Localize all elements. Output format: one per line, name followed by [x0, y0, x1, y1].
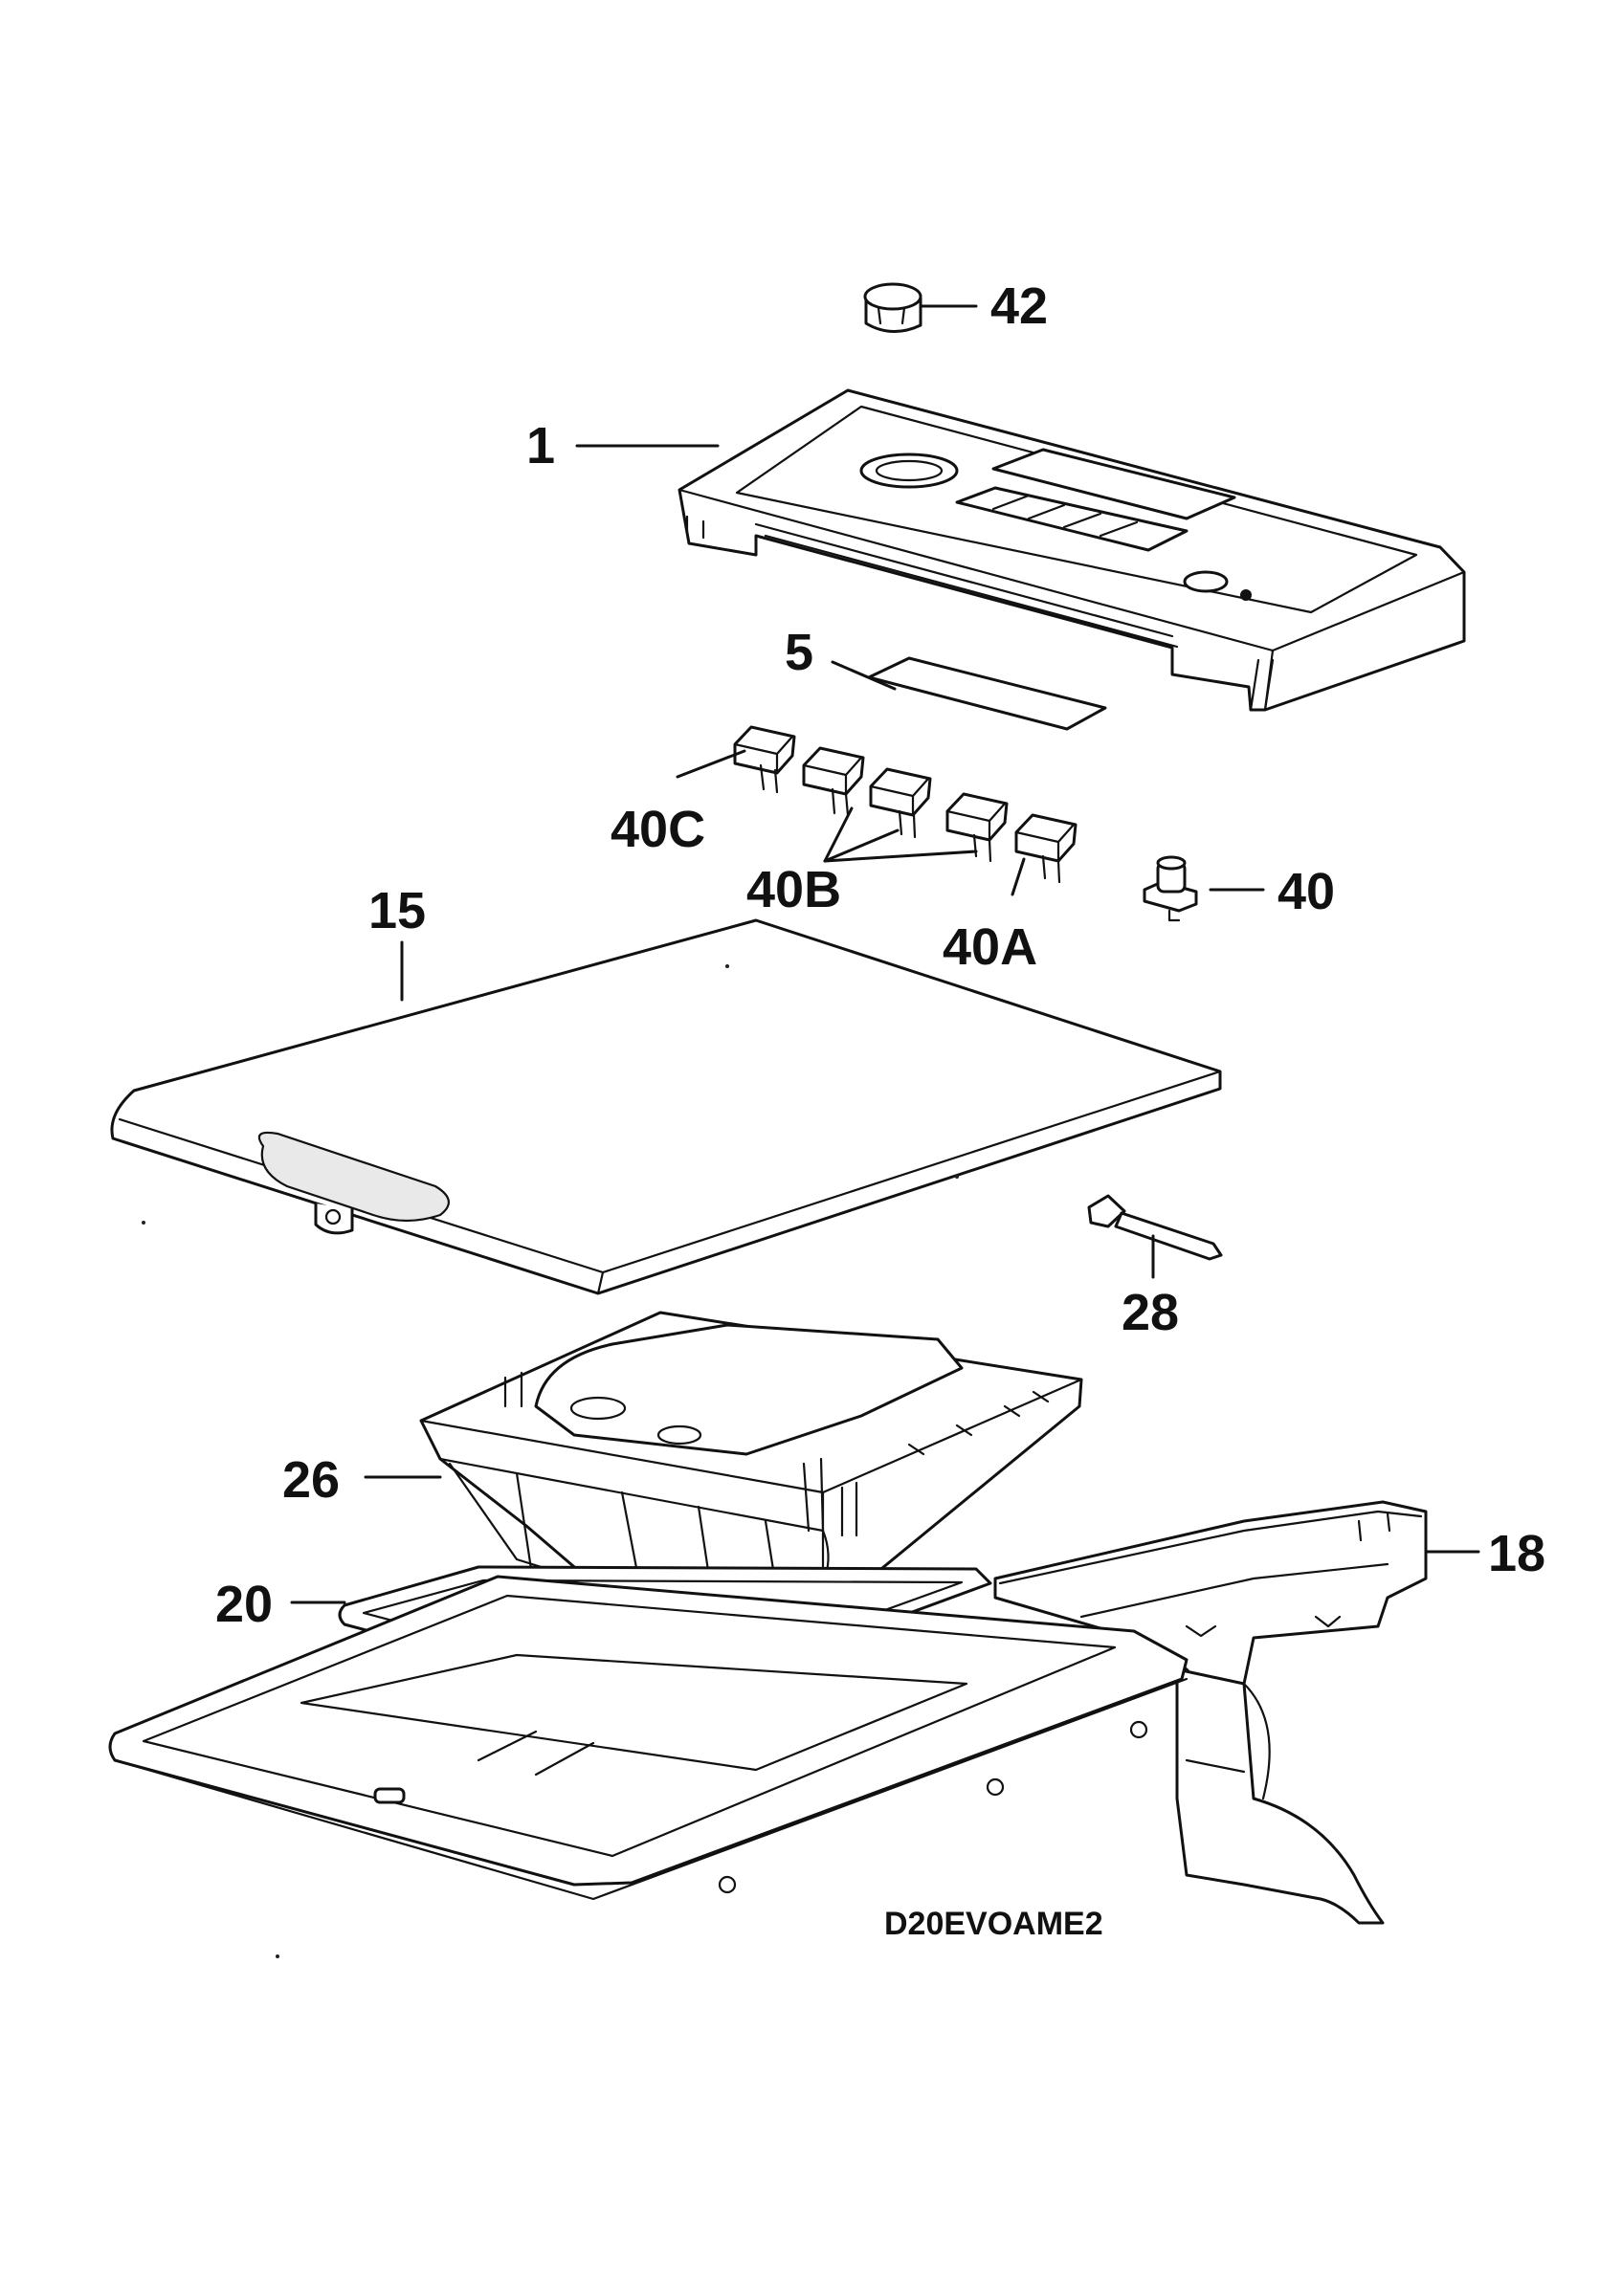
stray-marks — [142, 964, 959, 1958]
part-1-control-panel — [678, 388, 1466, 712]
part-26-dispenser — [419, 1311, 1083, 1619]
callout-28: 28 — [1122, 1284, 1179, 1341]
part-42-knob — [863, 282, 922, 333]
callout-40: 40 — [1278, 863, 1335, 920]
part-40-buttons — [733, 725, 1078, 884]
callout-labels: 42 1 5 40C 40B 40A 40 15 28 26 18 20 D20… — [215, 277, 1545, 1942]
callout-42: 42 — [990, 277, 1048, 335]
leader-lines — [290, 304, 1480, 1604]
callout-15: 15 — [368, 882, 426, 939]
callout-20: 20 — [215, 1576, 273, 1633]
callout-18: 18 — [1488, 1525, 1545, 1582]
callout-26: 26 — [282, 1451, 340, 1509]
callout-40C: 40C — [611, 801, 705, 858]
part-5-label — [867, 656, 1107, 731]
part-15-lid — [110, 918, 1222, 1295]
callout-5: 5 — [785, 624, 813, 681]
callout-40A: 40A — [943, 918, 1037, 976]
part-28-pin — [1087, 1194, 1223, 1261]
base-panel — [108, 1575, 1189, 1901]
callout-1: 1 — [526, 417, 555, 475]
callout-40B: 40B — [746, 861, 841, 918]
drawing-code: D20EVOAME2 — [884, 1906, 1103, 1942]
part-18-bracket — [993, 1500, 1428, 1925]
part-40-switch — [1143, 855, 1198, 922]
